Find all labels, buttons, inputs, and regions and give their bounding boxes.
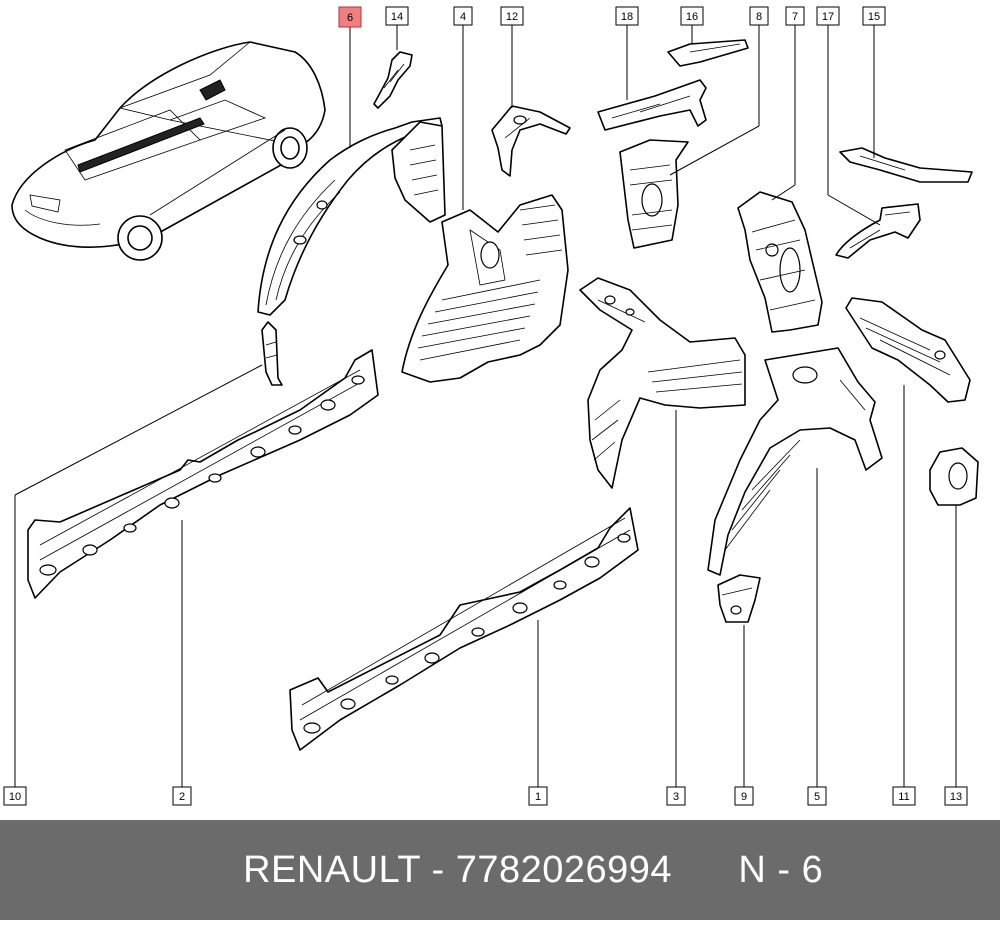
callout-11[interactable]: 11 xyxy=(892,786,916,806)
svg-text:18: 18 xyxy=(621,11,633,23)
footer-caption: RENAULT - 7782026994 N - 6 xyxy=(177,806,824,935)
callout-16[interactable]: 16 xyxy=(680,6,704,26)
part-9-shape xyxy=(717,574,761,623)
part-3-shape xyxy=(579,277,746,489)
part-15-shape xyxy=(839,147,973,183)
part-16-shape xyxy=(667,39,749,67)
callout-17[interactable]: 17 xyxy=(816,6,840,26)
leader-lines xyxy=(14,25,957,787)
part-2-shape xyxy=(27,349,379,599)
part-5-shape xyxy=(707,347,883,576)
callout-15[interactable]: 15 xyxy=(862,6,886,26)
callout-9[interactable]: 9 xyxy=(734,786,754,806)
brand-name: RENAULT xyxy=(243,848,421,891)
diagram-position-label: N - 6 xyxy=(738,848,824,891)
part-11-shape xyxy=(845,297,971,403)
part-number: 7782026994 xyxy=(455,848,673,891)
callout-3[interactable]: 3 xyxy=(666,786,686,806)
svg-text:17: 17 xyxy=(822,11,834,23)
svg-text:4: 4 xyxy=(460,11,466,23)
callout-13[interactable]: 13 xyxy=(944,786,968,806)
svg-text:6: 6 xyxy=(347,12,353,24)
callout-12[interactable]: 12 xyxy=(500,6,524,26)
svg-text:14: 14 xyxy=(391,11,403,23)
part-17-shape xyxy=(835,203,921,259)
caption-separator: - xyxy=(420,848,456,891)
exploded-parts-diagram: 6 14 4 12 18 16 8 7 xyxy=(3,6,979,806)
callout-7[interactable]: 7 xyxy=(785,6,805,26)
svg-text:8: 8 xyxy=(756,11,762,23)
part-14-shape xyxy=(373,51,413,109)
svg-text:12: 12 xyxy=(506,11,518,23)
svg-text:10: 10 xyxy=(9,791,21,803)
part-6-shape xyxy=(257,117,446,316)
svg-text:9: 9 xyxy=(741,791,747,803)
svg-text:7: 7 xyxy=(792,11,798,23)
callout-18[interactable]: 18 xyxy=(615,6,639,26)
svg-text:11: 11 xyxy=(898,791,909,803)
part-7-shape xyxy=(737,191,823,333)
callout-2[interactable]: 2 xyxy=(172,786,192,806)
footer-bar: RENAULT - 7782026994 N - 6 xyxy=(0,820,1000,920)
part-1-shape xyxy=(289,507,639,751)
callout-8[interactable]: 8 xyxy=(749,6,769,26)
caption-gap xyxy=(672,849,738,891)
part-10-shape xyxy=(261,321,283,386)
part-8-shape xyxy=(619,139,689,249)
svg-text:2: 2 xyxy=(179,791,185,803)
svg-text:3: 3 xyxy=(673,791,679,803)
callout-14[interactable]: 14 xyxy=(385,6,409,26)
svg-text:15: 15 xyxy=(868,11,880,23)
part-12-shape xyxy=(491,105,571,177)
part-13-shape xyxy=(929,447,979,506)
svg-text:13: 13 xyxy=(950,791,962,803)
svg-text:16: 16 xyxy=(686,11,698,23)
callout-10[interactable]: 10 xyxy=(3,786,27,806)
callout-4[interactable]: 4 xyxy=(453,6,473,26)
callout-6[interactable]: 6 xyxy=(338,6,362,28)
svg-text:5: 5 xyxy=(814,791,820,803)
callout-5[interactable]: 5 xyxy=(807,786,827,806)
part-18-shape xyxy=(597,79,707,131)
callout-1[interactable]: 1 xyxy=(528,786,548,806)
part-4-shape xyxy=(401,194,569,383)
svg-text:1: 1 xyxy=(535,791,541,803)
car-overview-illustration xyxy=(11,41,326,261)
